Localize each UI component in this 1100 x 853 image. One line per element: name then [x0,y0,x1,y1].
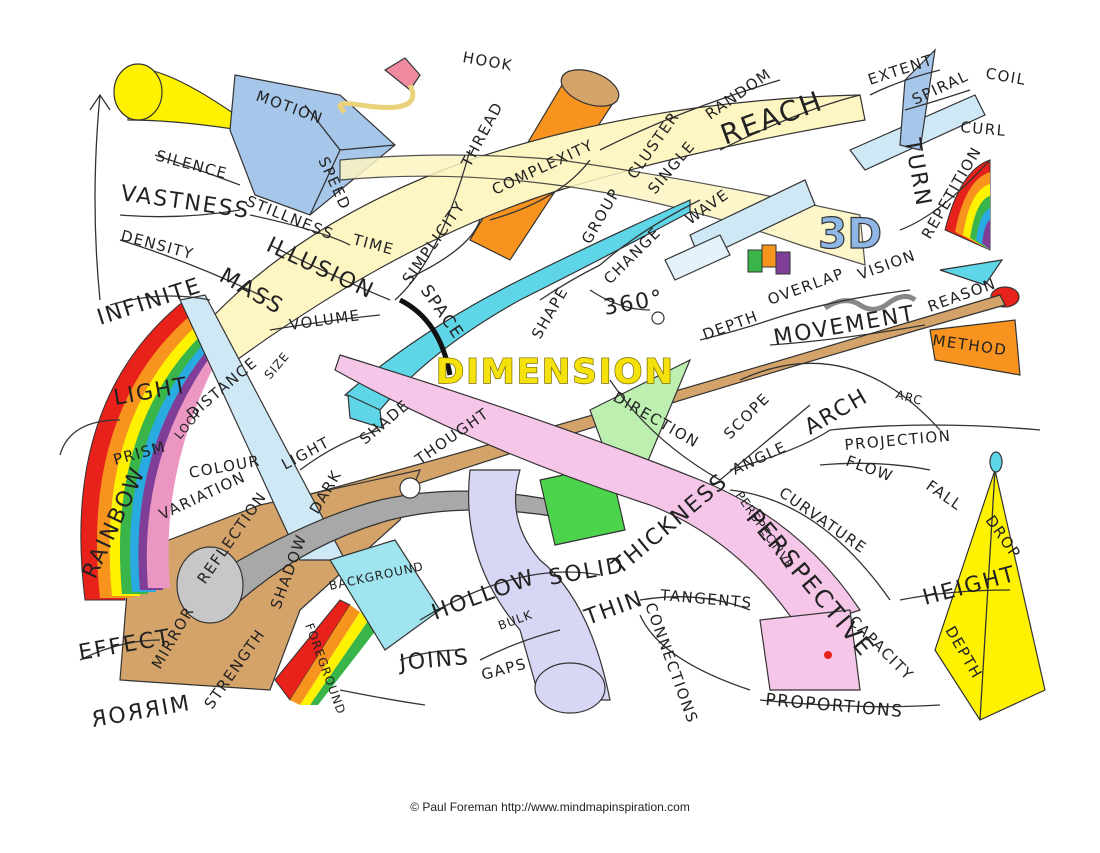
hook-stroke [337,83,416,114]
yellow-horn-mouth [113,63,163,121]
label-light: LIGHT [278,433,333,473]
central-topic: DIMENSION [436,352,675,392]
method-ribbon [929,319,1021,376]
cyan-block [347,394,383,429]
label-mirror-reversed: MIRROR [88,691,191,733]
branch-lines [59,69,1041,708]
teal-triangle [939,259,1004,286]
lavender-tube-shape [467,469,611,701]
cone-tip [989,451,1003,473]
rainbow-fan-shape [944,159,991,251]
pink-block [759,609,861,691]
3d-letters: 3D [818,209,882,258]
label-curl: CURL [960,118,1008,140]
footer-credit: © Paul Foreman http://www.mindmapinspira… [410,800,690,814]
shapes-layer: 3D [80,48,1046,721]
label-flow: FLOW [844,452,896,486]
label-scope: SCOPE [720,389,774,443]
orange-cylinder-top [560,69,620,107]
label-arch: ARCH [801,384,873,440]
cyan-box-shape [329,539,441,651]
lavender-tube-end [534,662,606,714]
blue-tube-3 [664,234,731,281]
label-size: SIZE [262,349,293,382]
rainbow-stripes-bottom [274,599,380,705]
label-vastness: VASTNESS [119,181,252,224]
label-angle: ANGLE [729,438,790,479]
blue-spike [899,48,936,151]
label-gaps: GAPS [479,654,529,683]
yellow-cone-edge [979,469,996,721]
puzzle-blocks-icon [747,244,791,275]
label-thin: THIN [581,586,648,631]
black-arc [398,297,453,376]
label-turn: TURN [899,136,936,210]
label-joins: JOINS [396,645,471,676]
label-fall: FALL [923,477,966,515]
label-projection: PROJECTION [844,427,952,454]
red-dot [824,651,832,659]
cyan-ribbon-shape [343,199,691,411]
small-circle [651,311,665,325]
label-coil: COIL [984,64,1028,89]
up-arrow-icon [89,93,111,301]
thought-bubble-icon [399,477,421,499]
pink-hook-shape [383,57,421,91]
label-hook: HOOK [461,48,514,75]
grey-disc [176,546,244,624]
label-depth-top: DEPTH [700,307,761,344]
label-proportions: PROPORTIONS [765,690,905,722]
label-connections: CONNECTIONS [641,600,701,726]
label-density: DENSITY [119,226,196,263]
label-silence: SILENCE [154,146,230,182]
label-tangents: TANGENTS [659,586,754,612]
label-arc: ARC [894,387,924,408]
blue-block-edge [304,104,396,216]
